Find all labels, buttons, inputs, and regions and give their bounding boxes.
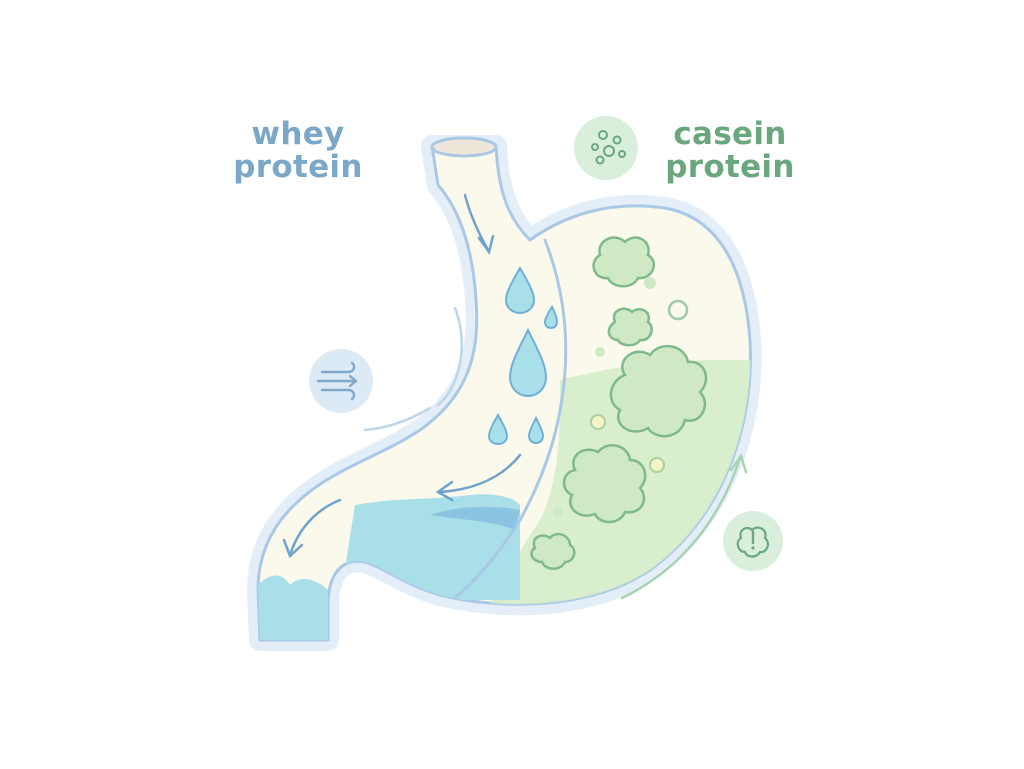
curd-icon <box>592 236 656 288</box>
curd-icon <box>609 344 708 438</box>
fast-flow-icon <box>309 349 373 413</box>
esophagus-opening <box>430 136 498 158</box>
casein-curds <box>530 236 708 570</box>
whey-protein-label: whey protein <box>228 118 368 183</box>
casein-label-line2: protein <box>665 148 795 185</box>
flow-arrows <box>282 193 522 559</box>
motion-lines <box>363 306 463 432</box>
droplet-icon <box>527 415 545 445</box>
curd-icon <box>530 532 576 570</box>
whey-droplets <box>487 265 559 446</box>
alert-clump-icon <box>723 511 783 571</box>
curd-icon <box>562 444 647 524</box>
curd-icon <box>607 307 653 347</box>
casein-protein-label: casein protein <box>650 118 810 183</box>
casein-bubbles <box>553 277 689 517</box>
droplet-icon <box>487 412 509 446</box>
right-motion-arrow <box>620 453 748 600</box>
whey-label-line1: whey <box>251 116 345 152</box>
stomach-divider <box>453 238 568 600</box>
droplet-icon <box>508 327 548 398</box>
droplet-icon <box>504 265 536 315</box>
casein-label-line1: casein <box>673 116 787 152</box>
clumps-icon <box>574 116 638 180</box>
whey-label-line2: protein <box>233 148 363 185</box>
droplet-icon <box>543 305 559 330</box>
